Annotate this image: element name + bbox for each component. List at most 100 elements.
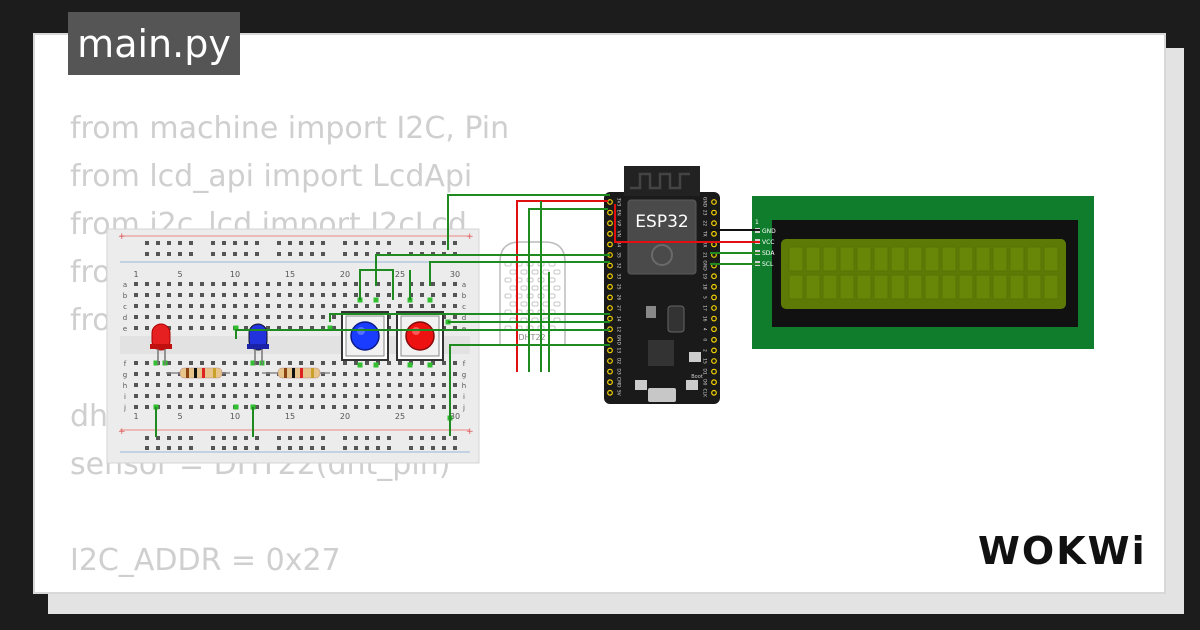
esp32-pin[interactable] — [607, 209, 613, 216]
code-line: fro — [70, 303, 111, 338]
esp32-pin-label: 5 — [702, 296, 708, 299]
esp32-pin-label: 26 — [616, 295, 622, 301]
esp32-pin[interactable] — [711, 294, 717, 301]
bb-column-number: 5 — [177, 270, 182, 279]
bb-column-number: 25 — [395, 412, 405, 421]
file-tab-main-py[interactable]: main.py — [68, 12, 240, 75]
code-line: from lcd_api import LcdApi — [70, 159, 473, 194]
esp32-pin[interactable] — [607, 220, 613, 227]
bb-column-number: 1 — [133, 270, 138, 279]
esp32-pin[interactable] — [607, 315, 613, 322]
esp32-pin[interactable] — [607, 389, 613, 396]
esp32-pin[interactable] — [607, 347, 613, 354]
svg-text:+: + — [466, 232, 474, 242]
esp32-pin-label: 12 — [616, 326, 622, 332]
bb-row-letter: i — [124, 393, 126, 401]
esp32-pin-label: 15 — [702, 358, 708, 364]
esp32-pin[interactable] — [607, 305, 613, 311]
esp32-pin-label: 18 — [702, 284, 708, 290]
bb-row-letter: d — [123, 314, 127, 322]
esp32-pin[interactable] — [607, 262, 613, 269]
esp32-pin-label: D1 — [702, 368, 708, 374]
esp32-pin-label: 23 — [702, 210, 708, 216]
esp32-pin[interactable] — [711, 315, 717, 322]
boot-label: Boot — [691, 374, 703, 380]
red-pushbutton[interactable] — [396, 311, 444, 361]
esp32-board[interactable]: ESP32 Boot 3V3ENVPVN343532332526271412GN… — [604, 166, 720, 404]
esp32-label: ESP32 — [635, 212, 688, 232]
esp32-pin-label: GND — [616, 335, 622, 346]
esp32-pin[interactable] — [607, 283, 613, 290]
esp32-pin-label: D2 — [616, 358, 622, 364]
esp32-pin-label: 2 — [702, 349, 708, 352]
esp32-pin[interactable] — [711, 199, 717, 205]
bb-column-number: 5 — [177, 412, 182, 421]
bb-row-letter: a — [462, 281, 466, 289]
wokwi-logo: WOKWi — [978, 529, 1147, 573]
esp32-pin[interactable] — [607, 379, 613, 386]
bb-row-letter: i — [463, 393, 465, 401]
esp32-pin[interactable] — [607, 273, 613, 280]
bb-row-letter: b — [462, 292, 467, 300]
esp32-pin[interactable] — [607, 230, 613, 237]
esp32-pin-label: 4 — [702, 328, 708, 331]
code-line: dh — [70, 399, 109, 434]
esp32-pin[interactable] — [711, 209, 717, 216]
esp32-pin-label: 13 — [616, 348, 622, 354]
svg-text:+: + — [118, 232, 126, 242]
bb-column-number: 20 — [340, 270, 350, 279]
esp32-pin-label: 27 — [616, 305, 622, 311]
code-line: I2C_ADDR = 0x27 — [70, 543, 341, 578]
esp32-pin-label: 19 — [702, 273, 708, 279]
esp32-pin[interactable] — [711, 368, 717, 375]
esp32-pin-label: D0 — [702, 379, 708, 385]
lcd-pin-label: VCC — [762, 239, 774, 246]
svg-text:WOKWi: WOKWi — [978, 529, 1147, 573]
esp32-pin-label: 0 — [702, 338, 708, 341]
esp32-pin-label: VP — [616, 220, 622, 226]
bb-column-number: 15 — [285, 270, 295, 279]
esp32-pin-label: 16 — [702, 316, 708, 322]
esp32-pin[interactable] — [607, 241, 613, 248]
bb-row-letter: e — [123, 325, 127, 333]
esp32-pin[interactable] — [711, 220, 717, 227]
esp32-pin[interactable] — [711, 283, 717, 290]
bb-row-letter: b — [123, 292, 128, 300]
esp32-pin[interactable] — [711, 305, 717, 311]
esp32-pin-label: 33 — [616, 273, 622, 279]
esp32-pin[interactable] — [711, 326, 717, 333]
esp32-pin[interactable] — [711, 336, 717, 343]
esp32-pin[interactable] — [607, 336, 613, 343]
esp32-pin[interactable] — [607, 368, 613, 375]
esp32-pin-label: D3 — [616, 368, 622, 374]
esp32-pin[interactable] — [711, 358, 717, 364]
blue-pushbutton[interactable] — [341, 311, 389, 361]
esp32-pin[interactable] — [711, 379, 717, 386]
esp32-pin-label: 22 — [702, 220, 708, 226]
esp32-pin[interactable] — [607, 358, 613, 364]
esp32-pin-label: RX — [702, 241, 708, 247]
red-led[interactable] — [150, 323, 172, 365]
resistor-2[interactable] — [262, 367, 330, 379]
esp32-pin-label: 3V3 — [616, 198, 622, 207]
esp32-pin[interactable] — [711, 389, 717, 396]
code-line: TOTAL_ROWS = 2 — [70, 585, 509, 592]
bb-row-letter: c — [462, 303, 466, 311]
bb-row-letter: d — [462, 314, 466, 322]
esp32-pin[interactable] — [711, 347, 717, 354]
esp32-pin-label: CMD — [616, 377, 622, 388]
esp32-pin-label: 14 — [616, 316, 622, 322]
dht-label: DHT22 — [518, 333, 545, 342]
esp32-pin-label: 5V — [616, 390, 622, 397]
esp32-pin[interactable] — [711, 273, 717, 280]
bb-column-number: 15 — [285, 412, 295, 421]
bb-column-number: 30 — [450, 412, 460, 421]
bb-column-number: 1 — [133, 412, 138, 421]
bb-row-letter: j — [123, 404, 126, 412]
esp32-pin[interactable] — [711, 230, 717, 237]
esp32-pin[interactable] — [607, 294, 613, 301]
resistor-1[interactable] — [166, 367, 230, 379]
